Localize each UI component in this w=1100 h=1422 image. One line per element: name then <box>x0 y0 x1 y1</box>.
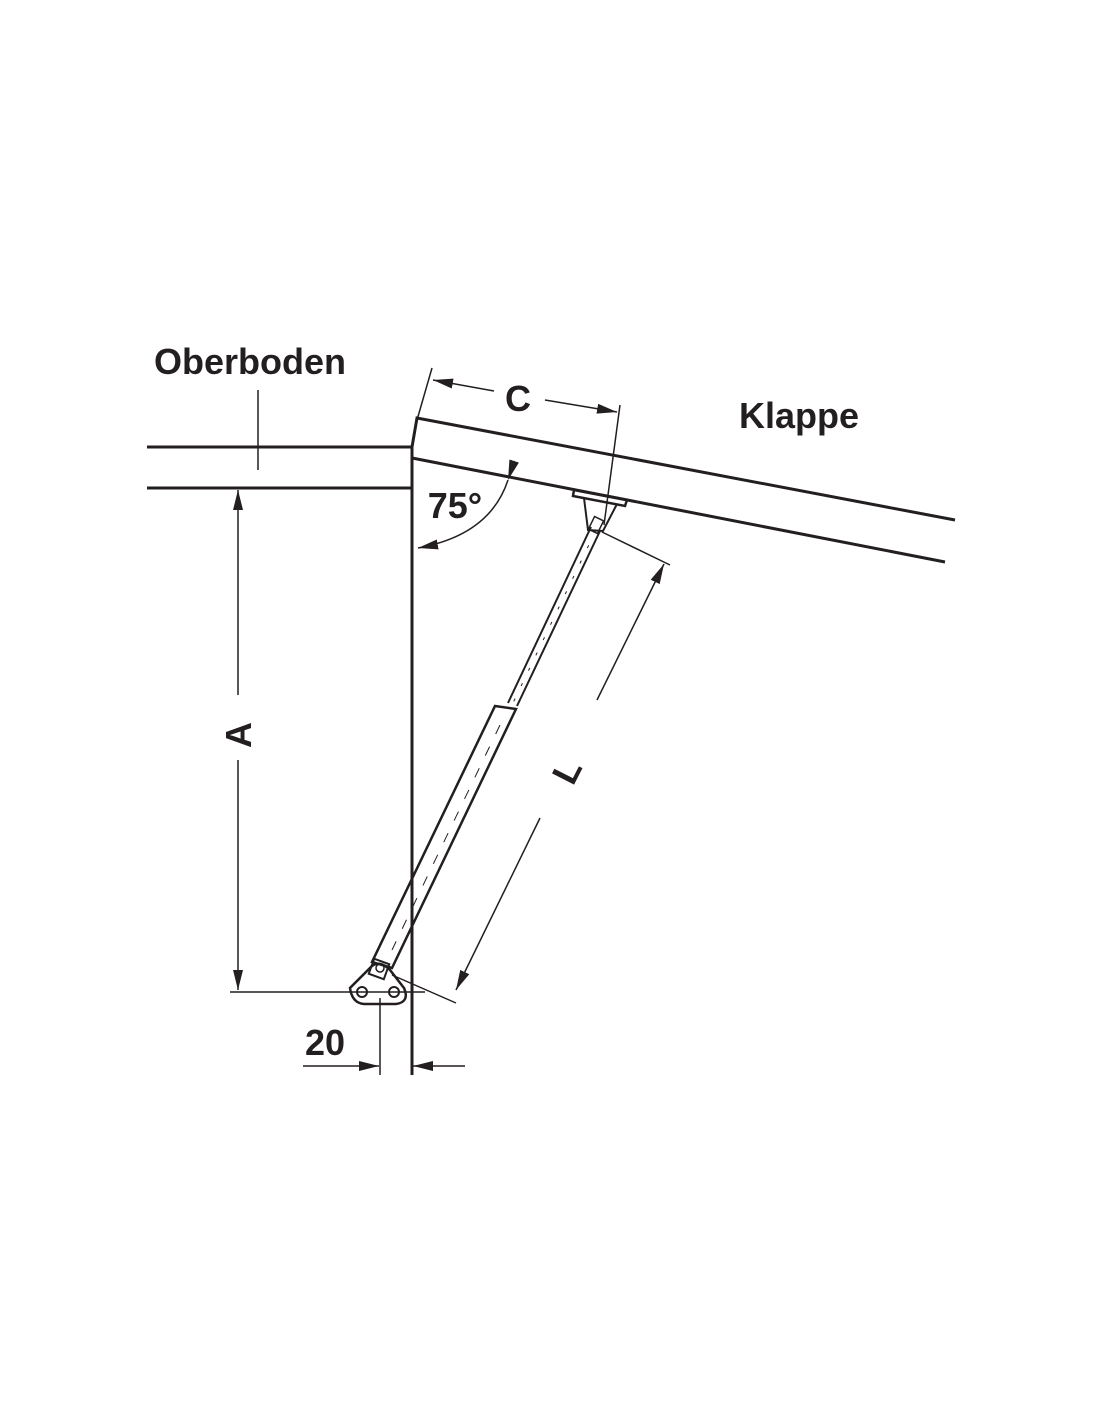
lower-bracket <box>348 957 407 1006</box>
dimension-a <box>230 490 425 993</box>
label-klappe: Klappe <box>739 395 859 436</box>
label-dim-a: A <box>218 722 259 748</box>
dimension-20 <box>303 998 465 1075</box>
dimension-l <box>391 531 671 1004</box>
label-angle: 75° <box>428 485 482 526</box>
label-dim-c: C <box>505 378 531 419</box>
angle-arc <box>417 459 519 550</box>
upper-bracket <box>571 488 629 535</box>
gas-strut <box>370 526 601 970</box>
flap <box>410 416 956 564</box>
dimension-c <box>416 367 621 526</box>
label-dim-l: L <box>544 752 591 790</box>
label-dim-20: 20 <box>305 1022 345 1063</box>
top-panel <box>147 390 412 490</box>
label-oberboden: Oberboden <box>154 341 346 382</box>
